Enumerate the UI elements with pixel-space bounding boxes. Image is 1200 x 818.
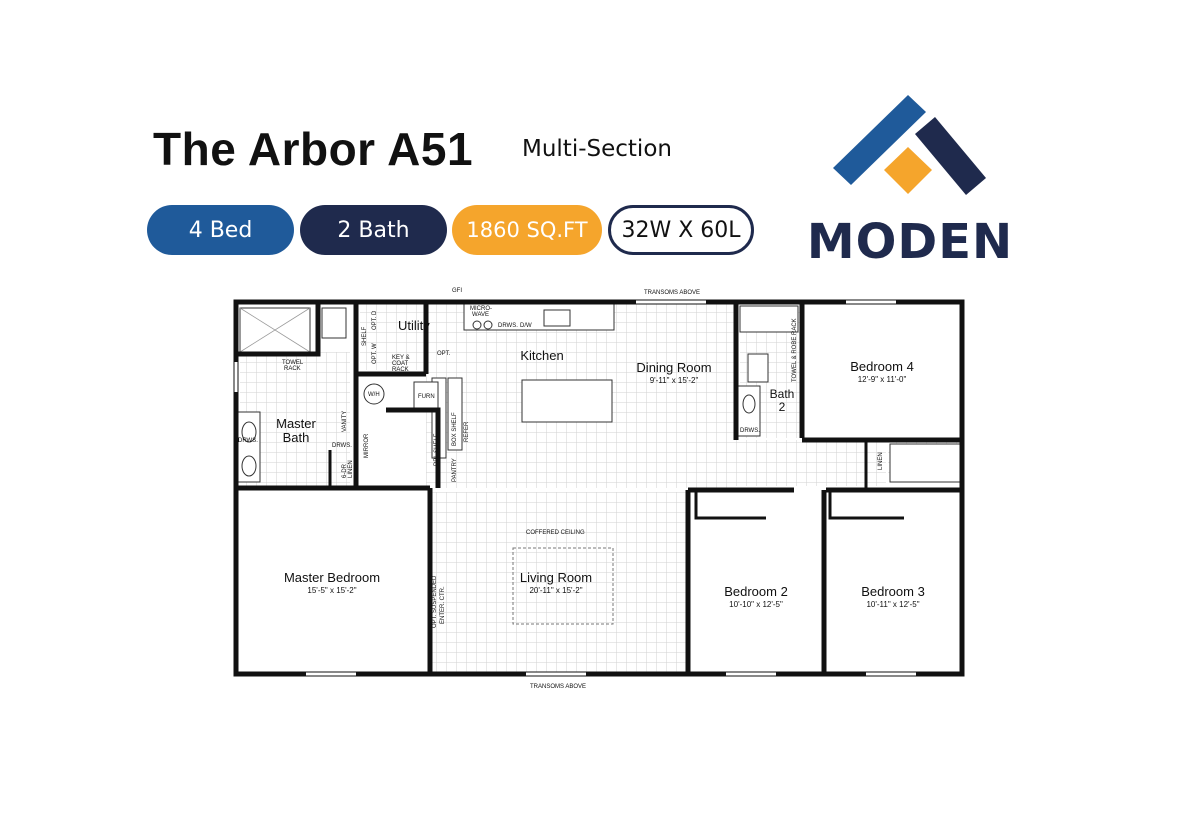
floor-tile-hall [736, 440, 886, 486]
label-key-coat-3: RACK [392, 367, 409, 373]
shower-diagonal [239, 307, 311, 353]
label-towel-robe-rack: TOWEL & ROBE RACK [792, 318, 798, 382]
label-linen: LINEN [878, 452, 884, 470]
label-drws-bath2: DRWS. [740, 428, 760, 434]
label-key-coat-2: COAT [392, 361, 409, 367]
room-master-bedroom-size: 15'-5" x 15'-2" [307, 586, 356, 595]
label-pantry: PANTRY [452, 458, 458, 482]
label-dw: D/W [520, 323, 532, 329]
label-drws-master-2: DRWS. [332, 443, 352, 449]
kitchen-island [521, 379, 613, 423]
coffered-ceiling-outline [512, 547, 614, 625]
cooktop-burner [483, 320, 493, 330]
room-bedroom4-size: 12'-9" x 11'-0" [858, 375, 907, 384]
room-master-bath-line1: Master [276, 416, 316, 431]
logo-navy-bar [915, 117, 986, 195]
room-bedroom4: Bedroom 4 [850, 359, 914, 374]
floor-plan: Utility Kitchen Dining Room 9'-11" x 15'… [233, 288, 965, 690]
label-furn: FURN [418, 394, 435, 400]
room-bedroom2-size: 10'-10" x 12'-5" [729, 600, 783, 609]
label-opt-d: OPT. D [372, 310, 378, 330]
label-opt: OPT. [437, 351, 451, 357]
label-microwave-1: MICRO- [470, 306, 492, 312]
label-towel-rack-2: RACK [284, 366, 301, 372]
brand-name: MODEN [806, 214, 1014, 270]
label-linen-6dr-1: 6-DR [342, 463, 348, 478]
room-dining-size: 9'-11" x 15'-2" [650, 376, 699, 385]
label-microwave-2: WAVE [472, 312, 489, 318]
label-shelf: SHELF [362, 326, 368, 346]
kitchen-sink [543, 309, 571, 327]
label-linen-6dr-2: LINEN [348, 460, 354, 478]
room-bedroom3: Bedroom 3 [861, 584, 925, 599]
beds-badge: 4 Bed [147, 205, 294, 255]
label-wh: W/H [368, 392, 380, 398]
room-bath2-line1: Bath [770, 387, 795, 401]
label-drws-kitchen: DRWS. [498, 323, 518, 329]
label-coffered-ceiling: COFFERED CEILING [526, 530, 585, 536]
baths-badge: 2 Bath [300, 205, 447, 255]
dimensions-badge: 32W X 60L [608, 205, 754, 255]
label-refer: REFER [464, 421, 470, 442]
area-badge: 1860 SQ.FT [452, 205, 602, 255]
master-sink [241, 455, 257, 477]
label-opt-suspended-1: OPT. SUSPENDED [432, 575, 438, 628]
master-sink [241, 421, 257, 443]
entry-tub-closet [889, 443, 963, 483]
wall-master-shower [236, 302, 321, 357]
room-utility: Utility [398, 318, 430, 333]
label-opt-suspended-2: ENTER. CTR. [440, 586, 446, 624]
floor-tile-living [431, 492, 686, 672]
room-bedroom3-size: 10'-11" x 12'-5" [866, 600, 919, 609]
room-bedroom2: Bedroom 2 [724, 584, 788, 599]
moden-logo [833, 95, 986, 195]
label-transoms-bottom: TRANSOMS ABOVE [530, 684, 586, 690]
label-transoms-top: TRANSOMS ABOVE [644, 290, 700, 296]
walls [233, 299, 965, 677]
floor-tile-utility [360, 304, 424, 370]
windows [234, 300, 916, 676]
room-master-bath-line2: Bath [283, 430, 310, 445]
room-dining: Dining Room [636, 360, 711, 375]
refrigerator [447, 377, 463, 451]
label-vanity: VANITY [342, 411, 348, 432]
label-box-shelf: BOX SHELF [452, 412, 458, 446]
kitchen-counter [463, 303, 615, 331]
logo-blue-chevron [833, 95, 926, 185]
label-dbl-shelf: DBL SHELF [434, 433, 440, 466]
room-bath2-line2: 2 [779, 400, 786, 414]
label-gfi: GFI [452, 288, 462, 294]
closet-walls [328, 442, 904, 520]
water-heater [363, 383, 385, 405]
page-title: The Arbor A51 [153, 123, 474, 175]
master-toilet [321, 307, 347, 339]
label-mirror: MIRROR [364, 433, 370, 458]
room-living-size: 20'-11" x 15'-2" [529, 586, 582, 595]
label-opt-w: OPT. W [372, 343, 378, 364]
cooktop-burner [472, 320, 482, 330]
room-kitchen: Kitchen [520, 348, 563, 363]
bath2-sink [742, 394, 756, 414]
logo-orange-diamond [884, 147, 932, 194]
bath2-toilet [747, 353, 769, 383]
room-master-bedroom: Master Bedroom [284, 570, 380, 585]
bath2-tub [739, 305, 799, 333]
wall-mech-closet [386, 407, 441, 488]
label-key-coat-1: KEY & [392, 355, 410, 361]
page-subtitle: Multi-Section [522, 136, 672, 162]
exterior-wall [233, 299, 965, 677]
room-living: Living Room [520, 570, 592, 585]
label-drws-master-1: DRWS. [238, 438, 258, 444]
label-towel-rack-1: TOWEL [282, 360, 304, 366]
